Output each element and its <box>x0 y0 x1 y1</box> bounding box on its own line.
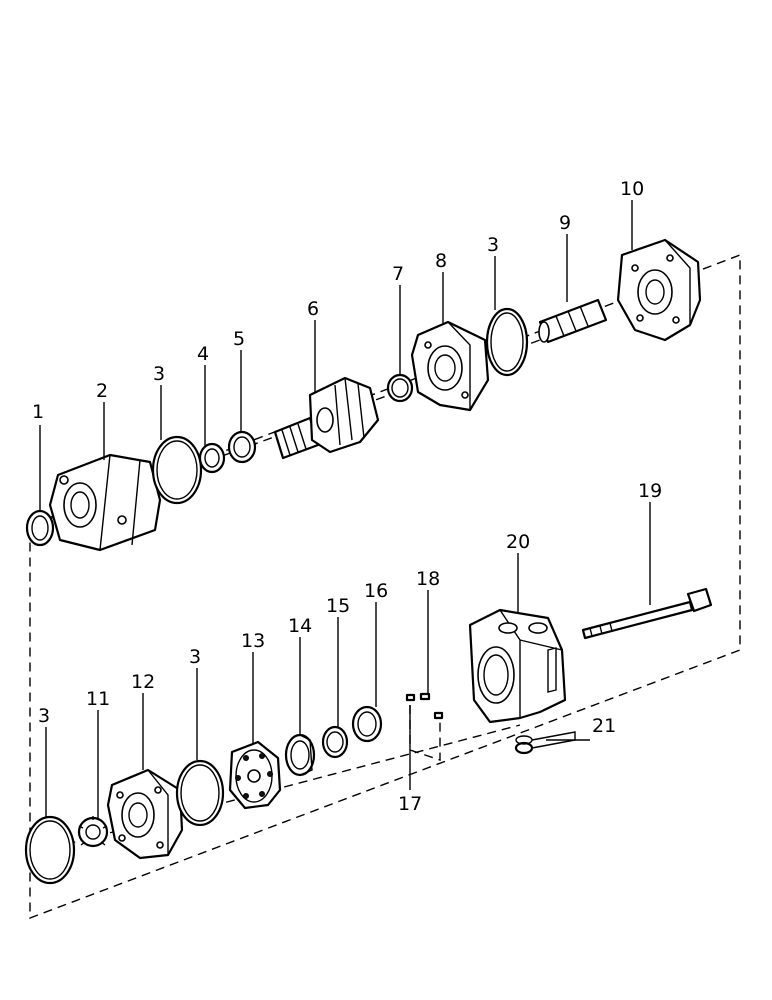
part-18-pin <box>419 692 431 701</box>
part-3-o-ring <box>485 307 529 377</box>
callout-10: 10 <box>620 178 644 200</box>
callout-6: 6 <box>307 298 319 320</box>
callout-5: 5 <box>233 328 245 350</box>
callout-3: 3 <box>153 363 165 385</box>
part-9-drive-shaft <box>538 298 608 344</box>
part-3-o-ring <box>24 815 76 885</box>
part-21-plug <box>514 731 576 755</box>
part-17-pin <box>405 693 444 720</box>
callout-12: 12 <box>131 671 155 693</box>
callout-1: 1 <box>32 401 44 423</box>
part-19-long-bolt <box>581 587 713 640</box>
callout-17: 17 <box>398 793 422 815</box>
part-6-output-shaft <box>273 376 380 460</box>
callout-14: 14 <box>288 615 312 637</box>
part-4-washer <box>198 442 226 474</box>
callout-2: 2 <box>96 380 108 402</box>
callout-20: 20 <box>506 531 530 553</box>
callout-21: 21 <box>592 715 616 737</box>
callout-8: 8 <box>435 250 447 272</box>
part-7-small-ring <box>386 373 414 403</box>
leader-lines <box>39 200 651 818</box>
callout-3: 3 <box>189 646 201 668</box>
part-5-bearing-ring <box>227 430 257 464</box>
part-3-o-ring <box>175 759 225 827</box>
callout-15: 15 <box>326 595 350 617</box>
callout-labels: 1 2 3 4 5 6 7 8 3 9 10 19 20 18 16 15 14… <box>32 178 662 815</box>
callout-4: 4 <box>197 343 209 365</box>
callout-16: 16 <box>364 580 388 602</box>
part-14-bearing <box>284 733 316 777</box>
callout-11: 11 <box>86 688 110 710</box>
part-11-star-gear <box>77 816 109 848</box>
part-10-rotor-housing <box>616 238 702 342</box>
part-8-bearing-plate <box>410 320 490 412</box>
callout-3: 3 <box>38 705 50 727</box>
part-2-front-housing <box>48 453 162 552</box>
part-12-end-plate <box>106 768 184 860</box>
part-1-seal-ring <box>25 509 55 547</box>
part-3-o-ring <box>151 435 203 505</box>
part-16-ring <box>351 705 383 743</box>
part-15-ring <box>321 725 349 759</box>
part-13-rotor-set <box>228 740 282 810</box>
callout-13: 13 <box>241 630 265 652</box>
callout-3: 3 <box>487 234 499 256</box>
callout-9: 9 <box>559 212 571 234</box>
callout-18: 18 <box>416 568 440 590</box>
callout-19: 19 <box>638 480 662 502</box>
part-20-valve-housing <box>468 608 567 724</box>
callout-7: 7 <box>392 263 404 285</box>
